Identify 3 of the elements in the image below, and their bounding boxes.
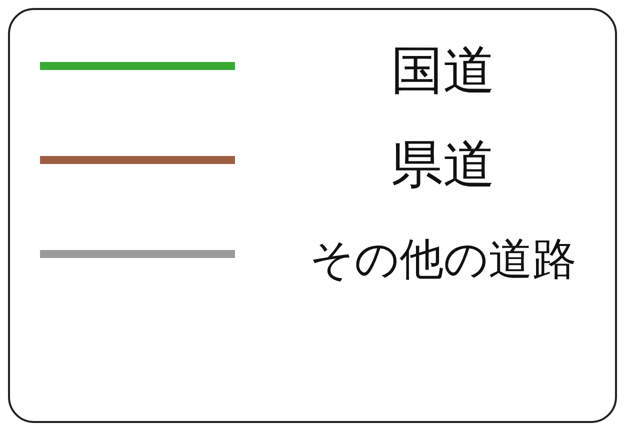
legend-label: その他の道路 xyxy=(308,233,578,287)
legend-label: 県道 xyxy=(390,134,496,197)
legend-label: 国道 xyxy=(390,40,496,103)
